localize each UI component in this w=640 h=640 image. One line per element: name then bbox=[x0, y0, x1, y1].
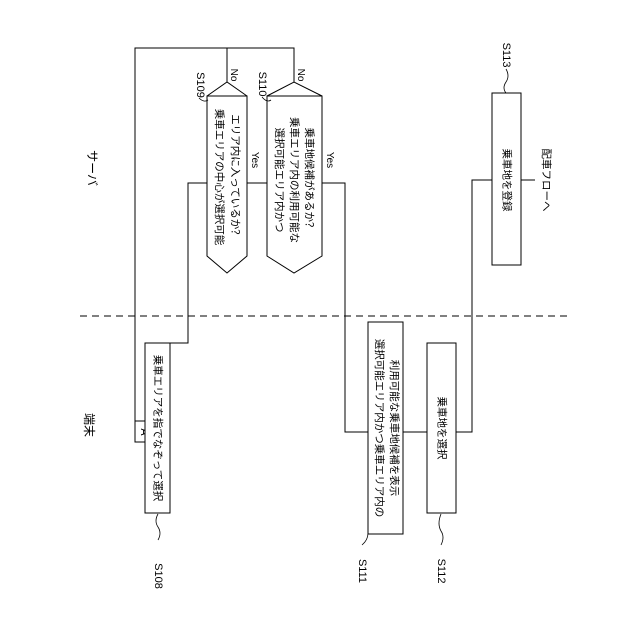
step-s112-text: 乗車地を選択 bbox=[436, 397, 449, 460]
step-s108-text: 乗車エリアを指でなぞって選択 bbox=[152, 355, 165, 502]
step-s111-line2: 利用可能な乗車地候補を表示 bbox=[388, 360, 401, 497]
s109-no-label: No bbox=[228, 69, 239, 82]
step-s111-line1: 選択可能エリア内かつ乗車エリア内の bbox=[373, 339, 386, 518]
lane-label-server: サーバ bbox=[85, 150, 99, 186]
decision-s109-line1: 乗車エリアの中心が選択可能 bbox=[213, 109, 226, 246]
step-s108-id: S108 bbox=[152, 563, 164, 589]
step-s111-id: S111 bbox=[356, 559, 368, 583]
decision-s110-line3: 乗車地候補があるか？ bbox=[303, 128, 316, 233]
decision-s110-line1: 選択可能エリア内かつ bbox=[273, 128, 286, 233]
s109-yes-label: Yes bbox=[249, 152, 260, 168]
step-s110-id: S110 bbox=[256, 72, 268, 97]
step-s113-id: S113 bbox=[500, 43, 512, 68]
step-s112-id: S112 bbox=[435, 559, 447, 584]
lane-label-terminal: 端末 bbox=[82, 413, 96, 437]
end-flow-label: 配車フローへ bbox=[540, 149, 553, 212]
step-s109-id: S109 bbox=[194, 72, 206, 98]
s110-yes-label: Yes bbox=[324, 152, 335, 168]
decision-s109-line2: エリア内に入っているか？ bbox=[229, 114, 242, 239]
step-s113-text: 乗車地を登録 bbox=[501, 149, 514, 212]
decision-s110-line2: 乗車エリア内の利用可能な bbox=[288, 117, 301, 243]
s110-no-label: No bbox=[295, 69, 306, 82]
